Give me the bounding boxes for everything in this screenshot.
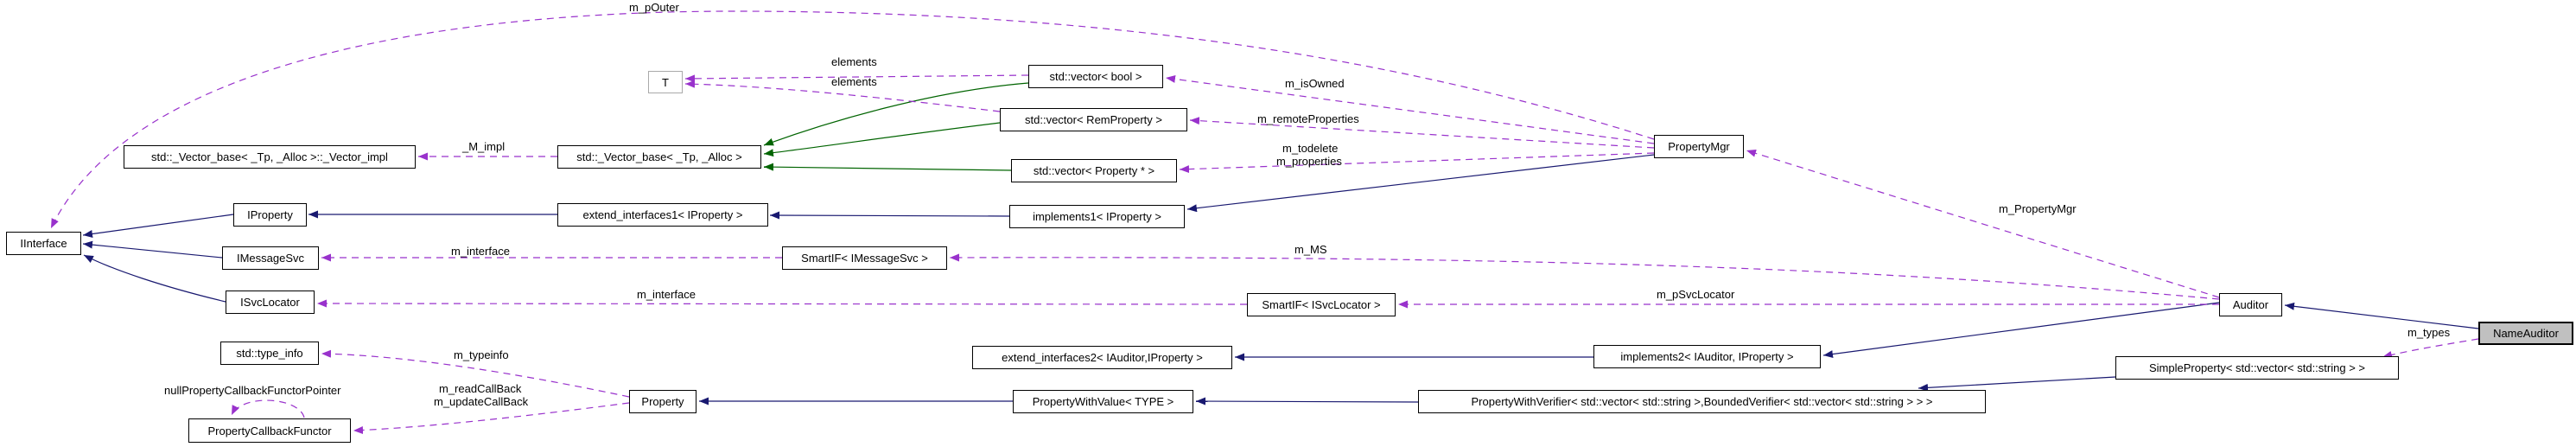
edge-propertymgr-to-implements1 xyxy=(1186,154,1655,213)
edge-iproperty-to-iinterface xyxy=(82,214,234,238)
edge-label-m-remoteproperties: m_remoteProperties xyxy=(1257,112,1359,125)
edge-label-elements-2: elements xyxy=(831,75,877,88)
edge-callbackfunctor-selfloop xyxy=(231,399,305,418)
node-std-type-info: std::type_info xyxy=(220,342,319,365)
edge-simpleproperty-to-propertywithverifier xyxy=(1918,376,2116,392)
node-propertywithvalue[interactable]: PropertyWithValue< TYPE > xyxy=(1013,390,1193,413)
edge-propertymgr-to-vectorbool-m-isowned xyxy=(1165,75,1655,144)
edge-label-m-readcallback: m_readCallBack xyxy=(439,382,522,395)
edge-vectorbool-to-t-elements xyxy=(684,74,1029,83)
edge-smartifsvc-to-isvclocator-m-interface xyxy=(316,299,1248,308)
edge-label-m-updatecallback: m_updateCallBack xyxy=(434,395,529,408)
edge-vectorpropertyptr-to-vectorbase xyxy=(763,163,1012,171)
node-propertymgr[interactable]: PropertyMgr xyxy=(1654,135,1744,158)
node-std-vector-property-ptr: std::vector< Property * > xyxy=(1011,159,1177,182)
node-std-vector-base: std::_Vector_base< _Tp, _Alloc > xyxy=(557,145,761,169)
edge-label-m-todelete: m_todelete xyxy=(1282,142,1339,155)
edge-label-m-isowned: m_isOwned xyxy=(1285,77,1345,90)
node-propertywithverifier[interactable]: PropertyWithVerifier< std::vector< std::… xyxy=(1418,390,1986,413)
edge-label-m-typeinfo: m_typeinfo xyxy=(454,348,509,361)
node-isvclocator[interactable]: ISvcLocator xyxy=(226,291,315,314)
edge-property-to-callbackfunctor xyxy=(353,402,630,435)
edge-label-m-pouter: m_pOuter xyxy=(629,1,679,14)
edge-propertymgr-to-vectorpropertyptr xyxy=(1179,152,1655,174)
node-imessagesvc[interactable]: IMessageSvc xyxy=(222,246,319,270)
node-auditor[interactable]: Auditor xyxy=(2219,293,2282,316)
edge-auditor-to-propertymgr-m-propertymgr xyxy=(1746,149,2220,298)
edge-label-elements-1: elements xyxy=(831,55,877,68)
edge-label-nullpropertycallbackfunctorpointer: nullPropertyCallbackFunctorPointer xyxy=(164,384,341,397)
edge-label-m-interface-svc: m_interface xyxy=(637,288,696,301)
edge-auditor-to-implements2 xyxy=(1822,302,2220,359)
edge-label-m-types: m_types xyxy=(2407,326,2451,339)
node-std-vector-base-impl: std::_Vector_base< _Tp, _Alloc >::_Vecto… xyxy=(124,145,416,169)
node-implements1[interactable]: implements1< IProperty > xyxy=(1009,205,1185,228)
edge-propertymgr-to-vectorremproperty xyxy=(1189,117,1655,149)
edge-implements1-to-extendinterfaces1 xyxy=(769,211,1010,220)
edge-label-m-psvclocator: m_pSvcLocator xyxy=(1657,288,1735,301)
node-nameauditor[interactable]: NameAuditor xyxy=(2478,322,2573,345)
edge-vectorbool-to-vectorbase xyxy=(763,82,1029,146)
edge-auditor-to-smartifmsg-m-ms xyxy=(949,253,2220,300)
node-template-param-T: T xyxy=(648,71,683,93)
edge-propertymgr-to-iinterface-m-pouter xyxy=(50,10,1655,229)
edge-propertywithverifier-to-propertywithvalue xyxy=(1195,397,1419,405)
edge-isvclocator-to-iinterface xyxy=(83,254,226,303)
node-propertycallbackfunctor[interactable]: PropertyCallbackFunctor xyxy=(188,418,351,443)
edge-label-m-properties: m_properties xyxy=(1276,155,1342,168)
node-std-vector-remproperty: std::vector< RemProperty > xyxy=(1000,108,1187,131)
edge-label-m-ms: m_MS xyxy=(1294,243,1327,256)
node-simpleproperty[interactable]: SimpleProperty< std::vector< std::string… xyxy=(2115,356,2399,380)
edge-label-m-interface-msg: m_interface xyxy=(451,245,510,258)
edge-label-m-propertymgr: m_PropertyMgr xyxy=(1999,202,2077,215)
edge-label-m-impl: _M_impl xyxy=(462,140,506,153)
node-property[interactable]: Property xyxy=(629,390,696,413)
node-extend-interfaces1[interactable]: extend_interfaces1< IProperty > xyxy=(557,203,768,227)
edge-vectorremproperty-to-t-elements xyxy=(684,80,1001,112)
edge-imessagesvc-to-iinterface xyxy=(82,240,223,259)
edge-vectorremproperty-to-vectorbase xyxy=(763,122,1001,157)
node-iinterface[interactable]: IInterface xyxy=(6,232,81,255)
node-iproperty[interactable]: IProperty xyxy=(233,203,307,227)
node-smartif-imessagesvc[interactable]: SmartIF< IMessageSvc > xyxy=(782,246,947,270)
node-extend-interfaces2[interactable]: extend_interfaces2< IAuditor,IProperty > xyxy=(972,346,1232,369)
node-smartif-isvclocator[interactable]: SmartIF< ISvcLocator > xyxy=(1247,293,1396,316)
edge-nameauditor-to-auditor xyxy=(2284,302,2479,329)
node-implements2[interactable]: implements2< IAuditor, IProperty > xyxy=(1593,345,1821,368)
edge-nameauditor-to-simpleproperty-m-types xyxy=(2382,338,2479,359)
node-std-vector-bool: std::vector< bool > xyxy=(1028,65,1163,88)
